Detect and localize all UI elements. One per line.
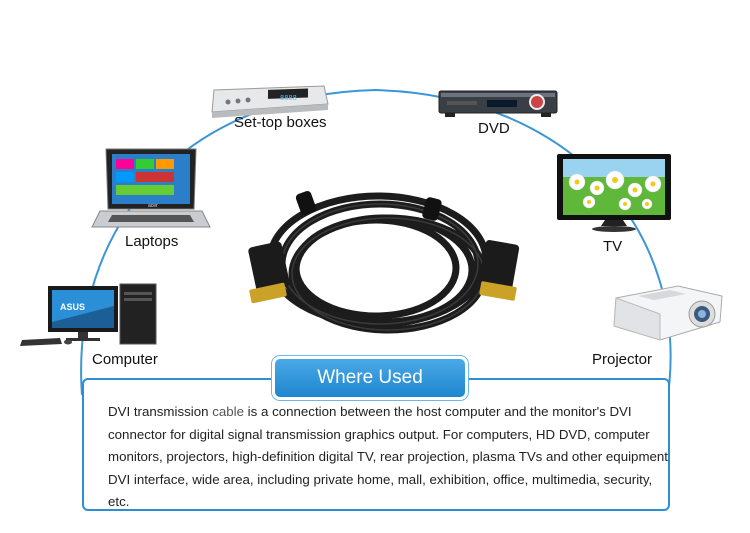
description-link-cable[interactable]: cable bbox=[212, 404, 244, 419]
computer-image: ASUS bbox=[20, 283, 157, 346]
monitor-logo-text: ASUS bbox=[60, 302, 85, 312]
label-projector: Projector bbox=[592, 351, 653, 368]
label-computer: Computer bbox=[92, 351, 158, 368]
label-set-top-boxes: Set-top boxes bbox=[234, 114, 327, 131]
description-part-1: DVI transmission bbox=[108, 404, 213, 419]
label-dvd: DVD bbox=[478, 120, 510, 137]
set-top-box-image: 8888 bbox=[211, 85, 329, 118]
laptop-image: acer bbox=[91, 148, 211, 228]
description-part-2: is a connection between the host compute… bbox=[108, 404, 669, 509]
label-tv: TV bbox=[603, 238, 623, 255]
description-text: DVI transmission cable is a connection b… bbox=[108, 401, 668, 514]
projector-image bbox=[613, 285, 723, 341]
where-used-title: Where Used bbox=[272, 356, 468, 400]
where-used-panel bbox=[82, 378, 670, 511]
laptop-logo-text: acer bbox=[148, 203, 158, 209]
tv-image bbox=[557, 154, 671, 232]
label-laptops: Laptops bbox=[125, 233, 179, 250]
dvd-player-image bbox=[438, 90, 558, 117]
setbox-display-text: 8888 bbox=[280, 94, 297, 102]
dvi-cable-image bbox=[248, 191, 520, 334]
